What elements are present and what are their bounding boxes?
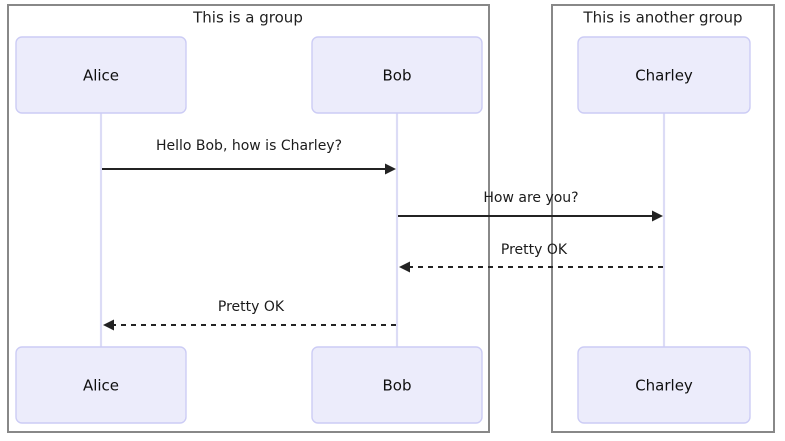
participant-label: Charley: [635, 67, 693, 85]
group-title: This is a group: [192, 9, 303, 27]
message-label: Hello Bob, how is Charley?: [156, 138, 342, 154]
participant-box[interactable]: [311, 346, 483, 424]
participant-label: Alice: [83, 377, 119, 395]
participant-charley-bottom[interactable]: Charley: [577, 346, 751, 424]
participant-alice-top[interactable]: Alice: [15, 36, 187, 114]
lifelines-layer: [99, 113, 666, 347]
messages-layer: Hello Bob, how is Charley? How are you? Pr…: [102, 138, 663, 331]
participant-label: Bob: [383, 67, 412, 85]
participant-box[interactable]: [15, 346, 187, 424]
participant-charley-top[interactable]: Charley: [577, 36, 751, 114]
participant-box[interactable]: [15, 36, 187, 114]
message-arrowhead: [399, 261, 410, 273]
participant-bob-bottom[interactable]: Bob: [311, 346, 483, 424]
participant-box[interactable]: [311, 36, 483, 114]
group-title: This is another group: [582, 9, 742, 27]
participant-box[interactable]: [577, 36, 751, 114]
message-arrowhead: [652, 210, 663, 222]
message-4: Pretty OK: [103, 299, 396, 331]
participant-label: Charley: [635, 377, 693, 395]
participant-label: Alice: [83, 67, 119, 85]
message-3: Pretty OK: [399, 242, 663, 273]
participant-alice-bottom[interactable]: Alice: [15, 346, 187, 424]
participant-label: Bob: [383, 377, 412, 395]
message-2: How are you?: [398, 190, 663, 222]
participant-box[interactable]: [577, 346, 751, 424]
message-label: Pretty OK: [501, 242, 568, 258]
message-1: Hello Bob, how is Charley?: [102, 138, 396, 175]
message-label: How are you?: [483, 190, 578, 206]
message-arrowhead: [103, 319, 114, 331]
participant-bob-top[interactable]: Bob: [311, 36, 483, 114]
message-label: Pretty OK: [218, 299, 285, 315]
message-arrowhead: [385, 163, 396, 175]
